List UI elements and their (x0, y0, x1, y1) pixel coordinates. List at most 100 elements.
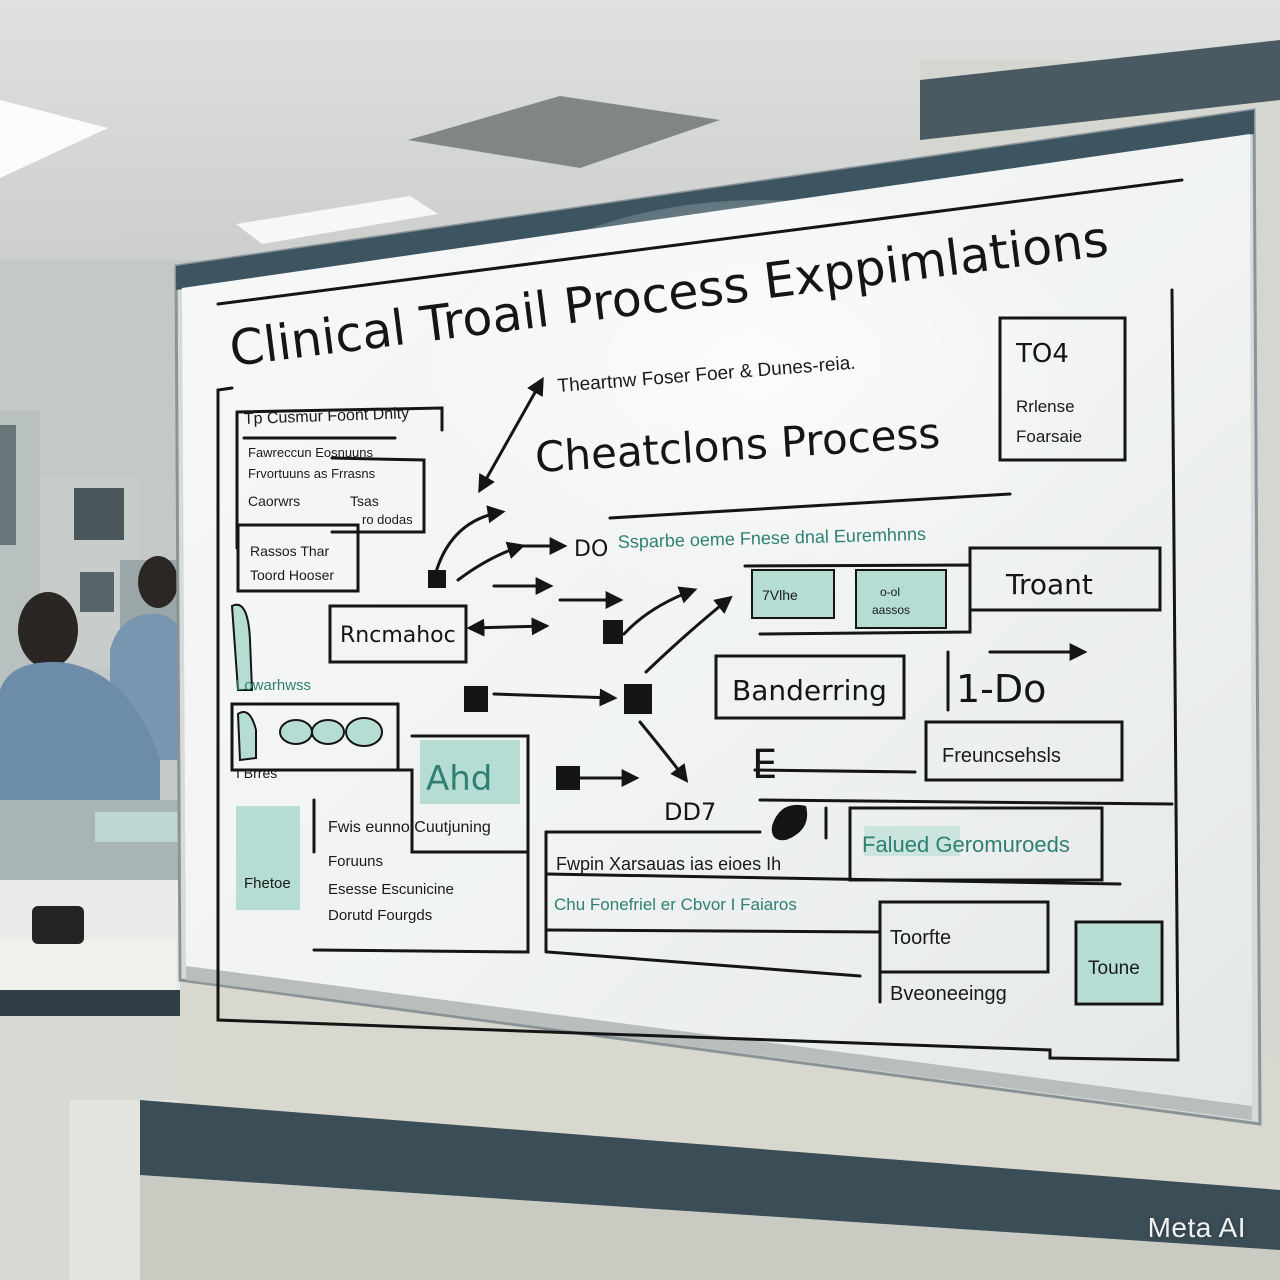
arrow-long (492, 688, 618, 707)
para-line-2: Frvortuuns as Frrasns (248, 466, 376, 481)
box-ahd-right (410, 734, 530, 854)
top-right-line-2: Foarsaie (1016, 427, 1082, 446)
ceiling-light (0, 100, 108, 178)
toorfte-line-2: Bveoneeingg (890, 983, 1007, 1005)
box-rncmahoc (328, 604, 468, 664)
teal-oval-3 (345, 717, 383, 747)
fwis-line-2: Foruuns (328, 853, 383, 870)
box-toorfte (878, 900, 1050, 974)
para-line-1: Fawreccun Eosnuuns (248, 445, 374, 460)
lab-counter-edge (0, 990, 180, 1016)
box-left-line-2: Toord Hooser (250, 567, 334, 583)
teal-fills (230, 569, 1160, 1002)
lab-screen (74, 488, 124, 540)
teal-oval-1 (279, 719, 313, 745)
para-line-3: Caorwrs (248, 493, 300, 509)
wall-top-band (920, 40, 1280, 140)
label-fhetoe: Fhetoe (244, 875, 291, 892)
node-2 (603, 620, 623, 644)
person-front-body (0, 661, 160, 830)
box-toune (1074, 920, 1164, 1006)
arrow-double (466, 617, 550, 637)
person-front-head (18, 592, 78, 668)
para-line-5: ro dodas (362, 512, 413, 527)
arrow-up-1 (622, 586, 698, 636)
para-lines: Fawreccun Eosnuuns Frvortuuns as Frrasns… (248, 445, 413, 527)
left-column-box (235, 406, 444, 432)
top-right-heading: TO4 (1015, 339, 1069, 369)
node-4 (624, 684, 652, 714)
fwis-line-3: Esesse Escunicine (328, 881, 454, 898)
teal-oval-2 (311, 719, 345, 745)
lab-screen-2 (80, 572, 114, 612)
label-bres: I Brres (236, 765, 277, 781)
arrow-up-2 (644, 595, 733, 674)
box-teal-wrap (743, 563, 972, 636)
label-dd7: DD7 (664, 798, 716, 826)
teal-row-label: Chu Fonefriel er Cbvor I Faiaros (554, 895, 797, 914)
divider-teal-top (608, 492, 1012, 520)
box-fwpin-label: Fwpin Xarsauas ias eioes Ih (556, 854, 781, 874)
fwis-line-4: Dorutd Fourgds (328, 907, 432, 924)
box-rncmahoc-label: Rncmahoc (340, 623, 456, 648)
para-line-4: Tsas (350, 493, 379, 509)
line-fwpin (544, 872, 1122, 886)
ceiling-light-2 (236, 196, 438, 244)
box-freuncs-label: Freuncsehsls (942, 745, 1061, 767)
arrow-top-diag (478, 376, 544, 494)
teal-shape-bres (236, 711, 257, 762)
box-falued-label: Falued Geromuroeds (862, 832, 1070, 857)
teal-box-toune (1078, 924, 1160, 1002)
node-blob (771, 804, 808, 841)
teal-box-falued (864, 826, 960, 856)
box-small1-label: 7Vlhe (762, 587, 798, 603)
box-small2-line-2: aassos (872, 603, 910, 617)
header-left: Tp Cusmur Foont Dnity (244, 405, 410, 428)
board-outer-border (216, 288, 1180, 1062)
arrow-curve-1 (434, 505, 506, 574)
title-underline (216, 178, 1184, 306)
node-1 (428, 570, 446, 588)
label-ahd: Ahd (426, 759, 492, 799)
toorfte-line-1: Toorfte (890, 927, 951, 949)
teal-shape-left (230, 603, 254, 691)
lab-device (32, 906, 84, 944)
box-troant-label: Troant (1005, 568, 1093, 601)
teal-box-ahd (420, 740, 520, 804)
box-falued (848, 806, 1104, 882)
teal-box-fhetoe (236, 806, 300, 910)
teal-box-small1 (751, 569, 835, 619)
line-teal-row-2 (546, 928, 882, 934)
lab-monitor (0, 425, 16, 545)
fwis-line-1: Fwis eunno Cuutjuning (328, 819, 491, 836)
para-box2 (330, 456, 426, 534)
label-e: E (752, 742, 777, 788)
wall-stripe-light (140, 1175, 1280, 1280)
box-left-small (236, 523, 360, 593)
arrow-down (638, 720, 689, 783)
node-3 (464, 686, 488, 712)
box-bandering-label: Banderring (732, 674, 887, 707)
node-5 (556, 766, 580, 790)
box-ahd-left (230, 768, 530, 954)
nodes (428, 570, 808, 841)
whiteboard-glare (400, 200, 1120, 680)
label-do: DO (574, 537, 608, 562)
box-bandering (714, 654, 906, 720)
line-e (753, 768, 917, 774)
watermark: Meta AI (1147, 1212, 1246, 1243)
arrow-curve-2 (456, 541, 526, 582)
box-top-right (998, 316, 1127, 462)
teal-box-small2 (855, 569, 947, 629)
person-back-head (138, 556, 178, 608)
whiteboard-top-rail (176, 110, 1254, 290)
top-right-line-1: Rrlense (1016, 397, 1075, 416)
box-toune-label: Toune (1088, 958, 1140, 979)
box-small2-line-1: o-ol (880, 585, 900, 599)
line-teal-row (546, 950, 862, 978)
whiteboard-bottom-edge (186, 966, 1252, 1120)
board-drawing (216, 178, 1184, 1062)
box-left-line-1: Rassos Thar (250, 543, 329, 559)
label-lowarh: Lowarhwss (236, 677, 311, 694)
